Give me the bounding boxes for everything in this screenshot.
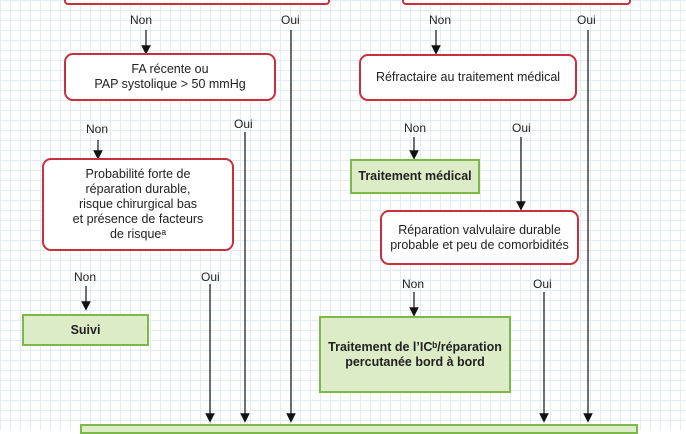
top-right-decision-box	[402, 0, 631, 5]
label-left-oui-3: Oui	[201, 270, 220, 284]
label-left-non-1: Non	[130, 13, 153, 27]
label-right-oui-2: Oui	[512, 121, 531, 135]
label-right-oui-1: Oui	[577, 13, 596, 27]
refractaire-box: Réfractaire au traitement médical	[359, 54, 577, 101]
suivi-box: Suivi	[22, 314, 149, 346]
label-left-oui-2: Oui	[234, 117, 253, 131]
traitement-medical-box: Traitement médical	[350, 159, 480, 194]
fa-recente-box: FA récente ou PAP systolique > 50 mmHg	[64, 53, 276, 101]
reparation-valvulaire-box: Réparation valvulaire durable probable e…	[380, 210, 579, 265]
label-right-non-3: Non	[402, 277, 425, 291]
label-left-non-2: Non	[86, 122, 109, 136]
label-right-non-1: Non	[429, 13, 452, 27]
label-right-oui-3: Oui	[533, 277, 552, 291]
top-left-decision-box	[64, 0, 330, 5]
bottom-outcome-box	[80, 424, 638, 434]
probabilite-forte-box: Probabilité forte de réparation durable,…	[42, 158, 234, 251]
traitement-ic-box: Traitement de l’ICᵇ/réparation percutané…	[319, 316, 511, 393]
label-left-non-3: Non	[74, 270, 97, 284]
label-right-non-2: Non	[404, 121, 427, 135]
label-left-oui-1: Oui	[281, 13, 300, 27]
